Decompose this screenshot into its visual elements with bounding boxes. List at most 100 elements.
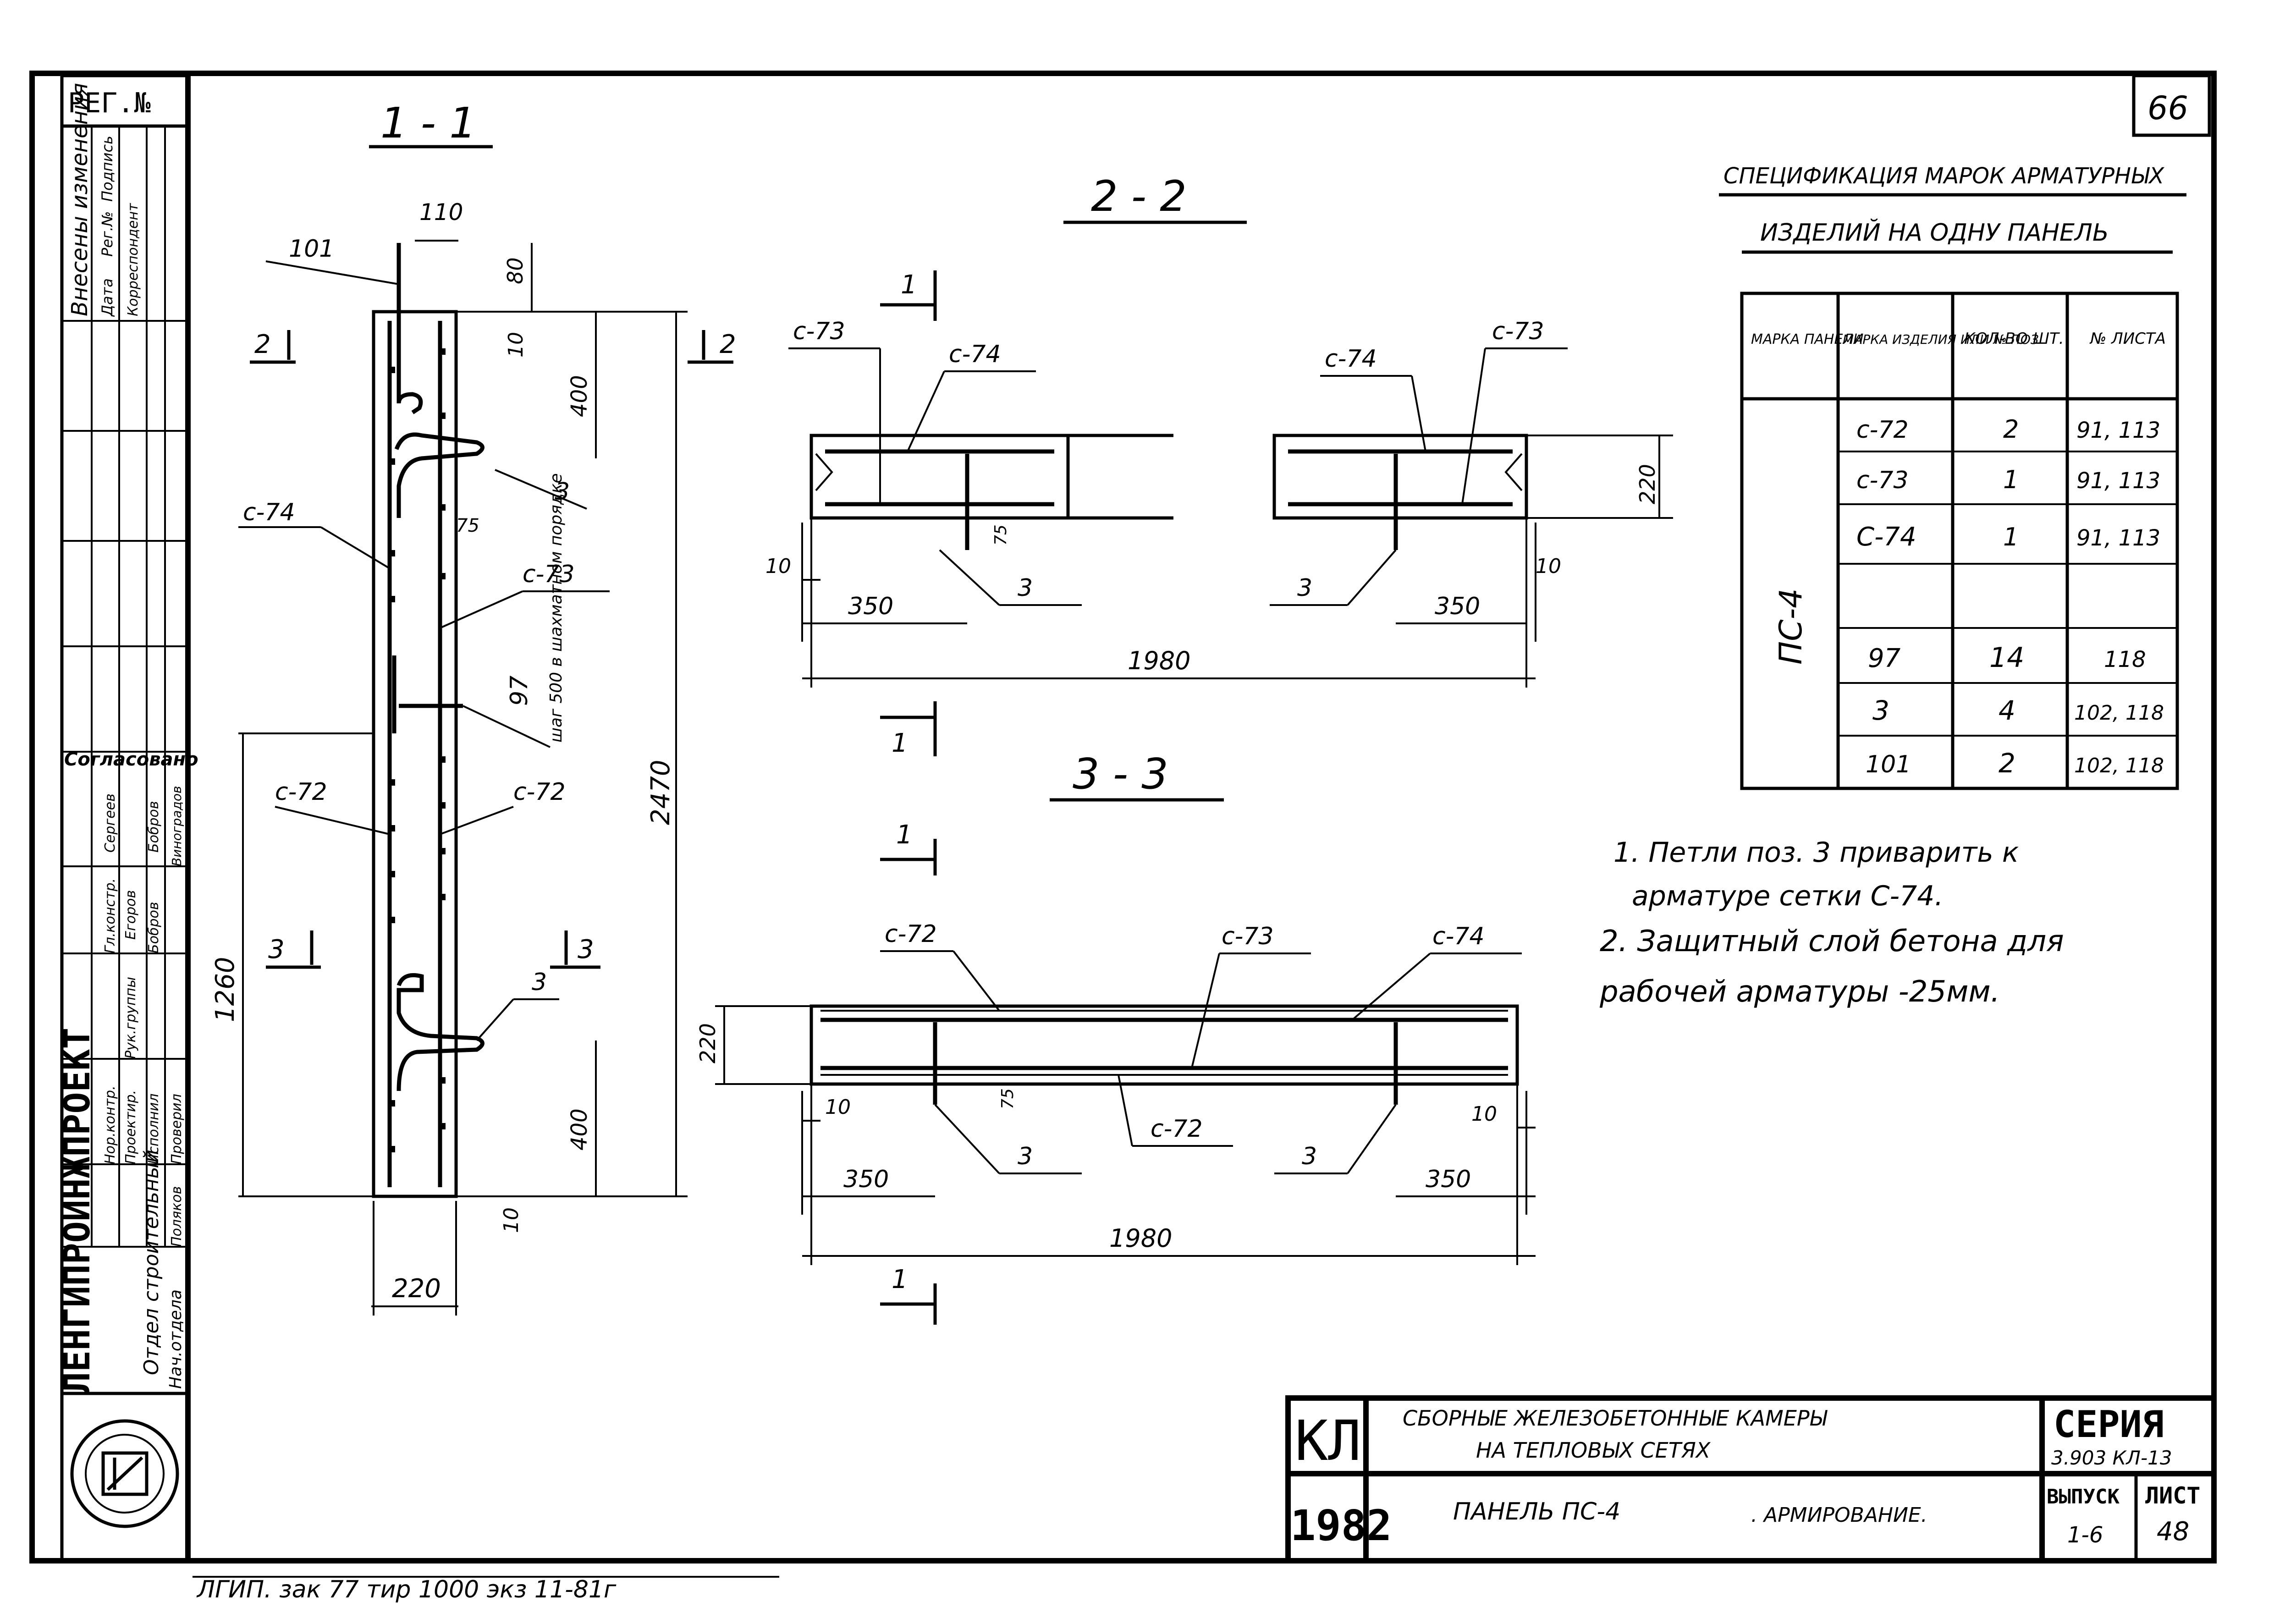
spec-row-2-item: с-73	[1856, 467, 1909, 494]
name-6: Поляков	[169, 1186, 185, 1247]
dim-3-10-left: 10	[825, 1096, 851, 1119]
label-2-c73-left: с-73	[793, 318, 845, 345]
tb-sheet-label: ЛИСТ	[2145, 1482, 2200, 1509]
title-block: КЛ 1982 СБОРНЫЕ ЖЕЛЕЗОБЕТОННЫЕ КАМЕРЫ НА…	[1285, 1395, 2217, 1563]
name-5: Виноградов	[169, 786, 184, 866]
section-1-1-title: 1 - 1	[380, 99, 476, 148]
label-3-c72-top: с-72	[885, 920, 937, 948]
changes-col-date: Дата	[99, 278, 116, 317]
spec-title-2: ИЗДЕЛИЙ НА ОДНУ ПАНЕЛЬ	[1760, 219, 2109, 247]
dim-2-10-left: 10	[765, 555, 791, 578]
dim-1-10-bottom: 10	[500, 1207, 523, 1233]
note-97: шаг 500 в шахматном порядке	[547, 473, 566, 743]
cut-3-left: 3	[268, 935, 285, 964]
changes-col-reg: Рег.№	[99, 211, 116, 257]
role-5: Исполнил	[146, 1094, 162, 1164]
label-97: 97	[506, 676, 533, 706]
cut-3-right: 3	[578, 935, 594, 964]
panel-3-3	[809, 1004, 1519, 1086]
dim-2-1980: 1980	[1128, 646, 1190, 675]
cut-1-top: 1	[901, 270, 917, 300]
spec-row-7-item: 101	[1866, 751, 1911, 778]
spec-row-1-qty: 2	[2003, 415, 2019, 444]
spec-panel-mark: ПС-4	[1773, 589, 1809, 665]
dim-3-1980: 1980	[1109, 1224, 1172, 1253]
tb-drawing-title: ПАНЕЛЬ ПС-4	[1453, 1498, 1620, 1525]
name-1: Сергеев	[102, 793, 118, 853]
spec-title-1: СПЕЦИФИКАЦИЯ МАРОК АРМАТУРНЫХ	[1723, 163, 2164, 189]
name-2: Егоров	[123, 890, 139, 940]
dim-1-220: 220	[392, 1274, 441, 1304]
dim-3-220: 220	[695, 1023, 720, 1063]
section-2-2: 2 - 2 с-73 с-74 с-74 с-73 3 3	[765, 172, 1673, 758]
dim-1-400-top: 400	[567, 375, 592, 417]
spec-row-6-qty: 4	[1999, 695, 2015, 726]
spec-header-qty: КОЛ-ВО ШТ.	[1964, 330, 2064, 348]
spec-row-6-item: 3	[1872, 695, 1889, 726]
spec-header-sheet: № ЛИСТА	[2089, 330, 2166, 348]
panel-2-2-right	[1272, 434, 1528, 520]
spec-row-3-qty: 1	[2003, 523, 2019, 551]
spec-row-1-sheet: 91, 113	[2076, 418, 2160, 443]
note-1b: арматуре сетки С-74.	[1632, 880, 1944, 912]
dim-1-110: 110	[419, 199, 463, 226]
tb-issue-label: ВЫПУСК	[2047, 1485, 2120, 1508]
cut-3-1-bottom: 1	[892, 1265, 908, 1294]
dim-2-75: 75	[991, 524, 1010, 545]
spec-row-5-item: 97	[1868, 644, 1901, 673]
dim-1-1260: 1260	[210, 957, 240, 1022]
label-3-pos3-right: 3	[1302, 1143, 1317, 1170]
spec-row-5-sheet: 118	[2104, 647, 2146, 672]
dim-3-350-right: 350	[1426, 1166, 1471, 1193]
changes-header: Внесены изменения	[67, 83, 93, 316]
dept-label: Отдел строительный	[140, 1150, 163, 1375]
label-3-c73: с-73	[1222, 923, 1274, 950]
spec-row-7-qty: 2	[1999, 748, 2015, 779]
note-1a: 1. Петли поз. 3 приварить к	[1613, 837, 2019, 869]
label-101: 101	[289, 235, 334, 263]
panel-1-1-outline	[372, 310, 458, 1198]
tb-year: 1982	[1290, 1501, 1392, 1550]
label-2-c74-left: с-74	[949, 341, 1001, 368]
dim-1-2470: 2470	[646, 760, 676, 825]
spec-row-1-item: с-72	[1856, 416, 1909, 444]
dim-1-80: 80	[503, 257, 528, 284]
section-1-1: 1 - 1 110 80 10 4	[210, 99, 736, 1316]
label-2-pos3-left: 3	[1018, 574, 1033, 602]
note-2b: рабочей арматуры -25мм.	[1599, 975, 2000, 1009]
role-3: Нор.контр.	[102, 1085, 118, 1164]
spec-header-item: МАРКА ИЗДЕЛИЯ ИЛИ № ПОЗ.	[1843, 332, 2043, 347]
tb-series-value: 3.903 КЛ-13	[2051, 1447, 2172, 1469]
spec-row-6-sheet: 102, 118	[2074, 701, 2164, 725]
note-2a: 2. Защитный слой бетона для	[1600, 925, 2064, 958]
label-3-c72-bottom: с-72	[1151, 1115, 1203, 1143]
dim-3-350-left: 350	[843, 1166, 889, 1193]
notes: 1. Петли поз. 3 приварить к арматуре сет…	[1599, 837, 2064, 1009]
dim-1-400-bottom: 400	[567, 1108, 592, 1151]
label-1-pos3-top: 3	[555, 478, 570, 506]
tb-drawing-subtitle: . АРМИРОВАНИЕ.	[1751, 1503, 1927, 1527]
dim-2-220: 220	[1635, 464, 1660, 504]
role-4: Проектир.	[123, 1090, 139, 1164]
head-label: Нач.отдела	[166, 1289, 185, 1389]
org-name: ЛЕНГИПРОИНЖПРОЕКТ	[57, 1028, 98, 1393]
tb-issue-value: 1-6	[2067, 1522, 2103, 1548]
outer-frame	[29, 71, 2217, 1563]
tb-sheet-value: 48	[2157, 1517, 2189, 1547]
dim-1-75: 75	[456, 515, 479, 536]
label-2-pos3-right: 3	[1297, 574, 1312, 602]
cut-3-1-top: 1	[896, 820, 913, 850]
section-3-3: 3 - 3 с-72 с-73 с-74 с-72 3 3 220 10 75	[695, 749, 1536, 1325]
spec-row-3-item: С-74	[1856, 522, 1916, 552]
label-3-c74: с-74	[1432, 923, 1485, 950]
label-2-c74-right: с-74	[1325, 345, 1377, 373]
changes-col-sign: Подпись	[99, 136, 116, 202]
page-number: 66	[2147, 89, 2188, 127]
dim-2-10-right: 10	[1536, 555, 1561, 578]
page-number-box	[2132, 74, 2211, 137]
spec-row-3-sheet: 91, 113	[2076, 525, 2160, 551]
changes-col-corr: Корреспондент	[125, 203, 141, 316]
dim-3-10-right: 10	[1471, 1102, 1497, 1126]
reg-no-label: РЕГ.№	[68, 87, 151, 119]
